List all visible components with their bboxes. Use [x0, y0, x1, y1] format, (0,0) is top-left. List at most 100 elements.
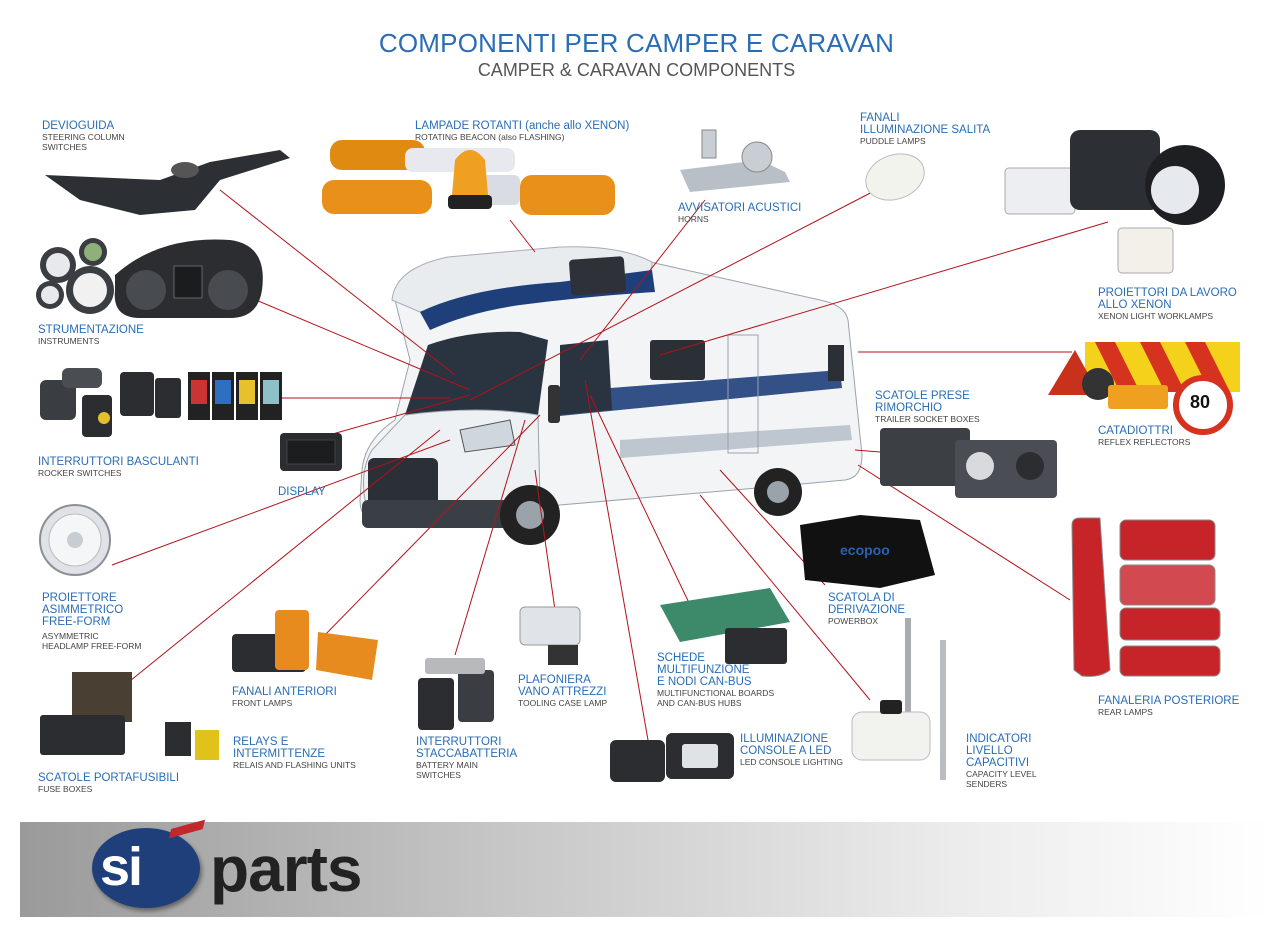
label-it: FANALI ANTERIORI: [232, 686, 337, 698]
label-en: REFLEX REFLECTORS: [1098, 437, 1191, 447]
label-it: LAMPADE ROTANTI (anche allo XENON): [415, 120, 630, 132]
led-console-lighting: [610, 733, 734, 782]
logo-oval: [92, 828, 200, 908]
instruments: [36, 238, 263, 318]
label-it: ILLUMINAZIONE: [740, 733, 829, 745]
label-en: HORNS: [678, 214, 709, 224]
powerbox-brand-text: ecopoo: [840, 542, 890, 558]
label-en: REAR LAMPS: [1098, 707, 1153, 717]
label-en: HEADLAMP FREE-FORM: [42, 641, 142, 651]
label-interruttori-staccabatteria: INTERRUTTORI STACCABATTERIA BATTERY MAIN…: [416, 736, 517, 780]
fuse-boxes: [40, 672, 132, 755]
logo-si-text: si: [100, 837, 143, 897]
label-it: CONSOLE A LED: [740, 745, 832, 757]
label-proiettore-asimmetrico: PROIETTORE ASIMMETRICO FREE-FORM ASYMMET…: [42, 592, 142, 651]
label-it: PROIETTORE: [42, 592, 117, 604]
label-catadiottri: CATADIOTTRI REFLEX REFLECTORS: [1098, 425, 1190, 447]
puddle-lamp: [865, 153, 925, 201]
battery-main-switches: [418, 658, 494, 730]
label-it: MULTIFUNZIONE: [657, 664, 750, 676]
label-en: TRAILER SOCKET BOXES: [875, 414, 980, 424]
label-en: STEERING COLUMN: [42, 132, 125, 142]
trailer-socket-boxes: [880, 428, 1057, 498]
reflex-reflectors: [1048, 342, 1240, 435]
label-it: SCATOLE PORTAFUSIBILI: [38, 772, 180, 784]
label-it: E NODI CAN-BUS: [657, 676, 752, 688]
leader-lines: [111, 187, 1109, 741]
label-it: RIMORCHIO: [875, 402, 943, 414]
label-it: FANALI: [860, 112, 900, 124]
label-it: VANO ATTREZZI: [518, 686, 607, 698]
label-interruttori-basculanti: INTERRUTTORI BASCULANTI ROCKER SWITCHES: [38, 456, 199, 478]
label-en: RELAIS AND FLASHING UNITS: [233, 760, 356, 770]
powerbox: ecopoo: [800, 515, 935, 588]
label-schede-multifunzione: SCHEDE MULTIFUNZIONE E NODI CAN-BUS MULT…: [657, 652, 774, 708]
multifunction-boards: [660, 588, 790, 664]
label-it: CATADIOTTRI: [1098, 425, 1173, 437]
label-en: ASYMMETRIC: [42, 631, 99, 641]
label-en: FRONT LAMPS: [232, 698, 293, 708]
xenon-worklamps: [1004, 130, 1225, 274]
label-en: POWERBOX: [828, 616, 879, 626]
label-devioguida: DEVIOGUIDA STEERING COLUMN SWITCHES: [42, 120, 125, 152]
label-it: FANALERIA POSTERIORE: [1098, 695, 1240, 707]
label-it: PROIETTORI DA LAVORO: [1098, 287, 1237, 299]
label-en: INSTRUMENTS: [38, 336, 100, 346]
label-it: INDICATORI: [966, 733, 1032, 745]
label-scatole-prese: SCATOLE PRESE RIMORCHIO TRAILER SOCKET B…: [875, 390, 980, 424]
motorhome-illustration: [359, 246, 863, 545]
rear-lamps: [1071, 517, 1221, 677]
label-it: FREE-FORM: [42, 616, 111, 628]
label-en: SENDERS: [966, 779, 1008, 789]
logo-parts-text: parts: [210, 833, 362, 905]
label-it: AVVISATORI ACUSTICI: [678, 202, 802, 214]
label-it: SCATOLE PRESE: [875, 390, 970, 402]
label-it: LIVELLO: [966, 745, 1013, 757]
label-en: CAPACITY LEVEL: [966, 769, 1037, 779]
label-illuminazione-console: ILLUMINAZIONE CONSOLE A LED LED CONSOLE …: [740, 733, 843, 767]
label-display: DISPLAY: [278, 486, 326, 498]
label-proiettori-lavoro: PROIETTORI DA LAVORO ALLO XENON XENON LI…: [1098, 287, 1237, 321]
label-it: SCHEDE: [657, 652, 705, 664]
page-title: COMPONENTI PER CAMPER E CARAVAN: [378, 28, 895, 58]
rotating-beacons: [322, 140, 615, 215]
label-en: LED CONSOLE LIGHTING: [740, 757, 843, 767]
tooling-case-lamp: [519, 606, 581, 665]
label-it: DISPLAY: [278, 486, 326, 498]
label-it: SCATOLA DI: [828, 592, 895, 604]
label-fanali-anteriori: FANALI ANTERIORI FRONT LAMPS: [232, 686, 337, 708]
display-device: [280, 433, 342, 471]
label-en: XENON LIGHT WORKLAMPS: [1098, 311, 1214, 321]
label-it: INTERRUTTORI BASCULANTI: [38, 456, 199, 468]
label-en: ROTATING BEACON (also FLASHING): [415, 132, 565, 142]
label-plafoniera: PLAFONIERA VANO ATTREZZI TOOLING CASE LA…: [518, 674, 607, 708]
label-lampade-rotanti: LAMPADE ROTANTI (anche allo XENON) ROTAT…: [415, 120, 629, 142]
label-en: AND CAN-BUS HUBS: [657, 698, 742, 708]
front-lamps: [232, 610, 378, 680]
label-it: INTERMITTENZE: [233, 748, 325, 760]
label-en: MULTIFUNCTIONAL BOARDS: [657, 688, 775, 698]
footer-band: [20, 822, 1270, 917]
label-it: STACCABATTERIA: [416, 748, 518, 760]
label-it: ALLO XENON: [1098, 299, 1172, 311]
page-subtitle: CAMPER & CARAVAN COMPONENTS: [477, 60, 796, 80]
label-it: PLAFONIERA: [518, 674, 591, 686]
label-fanali-salita: FANALI ILLUMINAZIONE SALITA PUDDLE LAMPS: [860, 112, 990, 146]
relays: [165, 722, 219, 760]
label-en: PUDDLE LAMPS: [860, 136, 926, 146]
label-en: SWITCHES: [42, 142, 87, 152]
horns: [680, 129, 790, 192]
label-it: ASIMMETRICO: [42, 604, 124, 616]
label-it: ILLUMINAZIONE SALITA: [860, 124, 991, 136]
label-en: BATTERY MAIN: [416, 760, 478, 770]
steering-column-switches: [45, 150, 290, 215]
label-it: RELAYS E: [233, 736, 289, 748]
label-scatola-derivazione: SCATOLA DI DERIVAZIONE POWERBOX: [828, 592, 905, 626]
label-en: SWITCHES: [416, 770, 461, 780]
label-it: INTERRUTTORI: [416, 736, 502, 748]
label-relays: RELAYS E INTERMITTENZE RELAIS AND FLASHI…: [233, 736, 356, 770]
label-scatole-portafusibili: SCATOLE PORTAFUSIBILI FUSE BOXES: [38, 772, 179, 794]
label-en: ROCKER SWITCHES: [38, 468, 122, 478]
